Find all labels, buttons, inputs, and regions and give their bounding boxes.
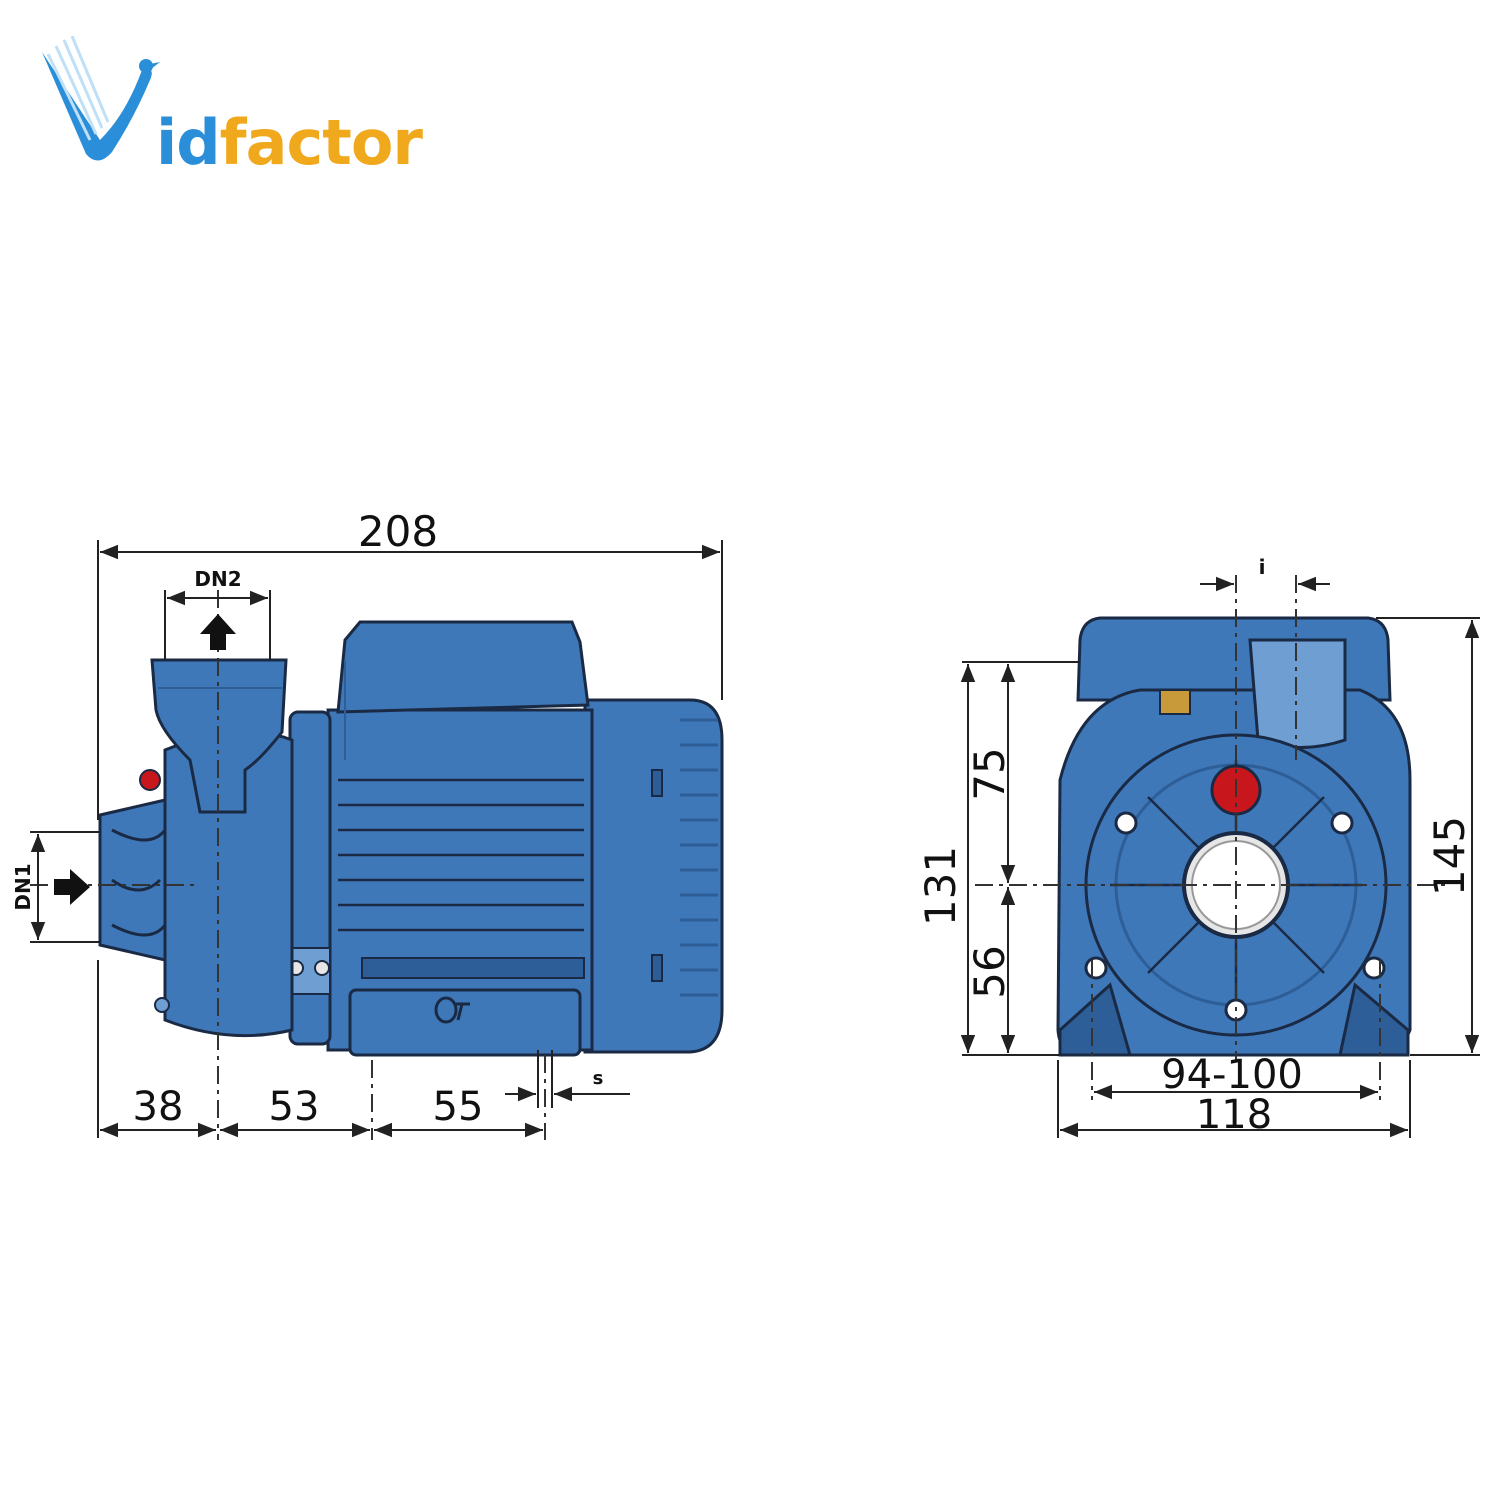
- front-centerlines: [975, 575, 1450, 1100]
- brass-plug: [1159, 689, 1191, 715]
- flow-out-arrow-icon: [200, 614, 236, 650]
- dim-foot-length: 55: [433, 1084, 484, 1130]
- upper-height-value: 75: [965, 747, 1014, 800]
- base-width-value: 118: [1196, 1092, 1272, 1138]
- motor-body: [326, 620, 594, 1057]
- flow-in-arrow-icon: [54, 869, 90, 905]
- outlet-dn2-dim: DN2: [164, 567, 271, 660]
- inlet-dn1-label: DN1: [11, 863, 35, 910]
- foot-gap-label: s: [593, 1068, 604, 1089]
- front-right-foot: [1338, 982, 1410, 1057]
- total-height-dim: 145: [1376, 617, 1480, 1056]
- overall-length-dim: 208: [97, 507, 723, 820]
- overall-length-value: 208: [358, 507, 438, 556]
- dim-outlet-to-foot: 53: [269, 1084, 320, 1130]
- split-height-dims: 75 56: [965, 664, 1016, 1053]
- pump-casing: [98, 730, 294, 1038]
- top-gap-dim: i: [1200, 555, 1330, 592]
- logo-mark: [42, 36, 160, 161]
- base-width-dims: 94-100 118: [1057, 1052, 1411, 1138]
- front-left-foot: [1058, 982, 1132, 1057]
- front-outlet-port: [1248, 638, 1347, 749]
- brand-logo: idfactor: [38, 36, 423, 176]
- logo-feather-icon: [42, 36, 160, 161]
- total-height-value: 145: [1425, 816, 1474, 896]
- logo-part-id: id: [156, 106, 221, 179]
- foot-gap-dim: s: [505, 1050, 630, 1108]
- logo-wordmark: idfactor: [156, 112, 423, 174]
- foot-logo-icon: [434, 996, 470, 1024]
- front-view: i 145 131 75 56 94-100: [916, 555, 1480, 1138]
- outlet-dn2-label: DN2: [194, 567, 241, 591]
- logo-part-factor: factor: [219, 106, 423, 179]
- inlet-dn1-dim: DN1: [11, 831, 100, 943]
- lower-height-value: 56: [965, 945, 1014, 998]
- bottom-dim-chain: 38 53 55: [97, 960, 543, 1138]
- top-gap-label: i: [1259, 555, 1266, 579]
- side-view: 208 DN2 DN1 38 53 55: [11, 507, 724, 1140]
- shaft-height-dim: 131: [916, 661, 1080, 1056]
- fan-cover: [583, 698, 724, 1054]
- shaft-height-value: 131: [916, 846, 965, 926]
- side-centerlines: [30, 590, 546, 1140]
- foot-spacing-value: 94-100: [1161, 1052, 1303, 1098]
- dim-inlet-to-outlet: 38: [133, 1084, 184, 1130]
